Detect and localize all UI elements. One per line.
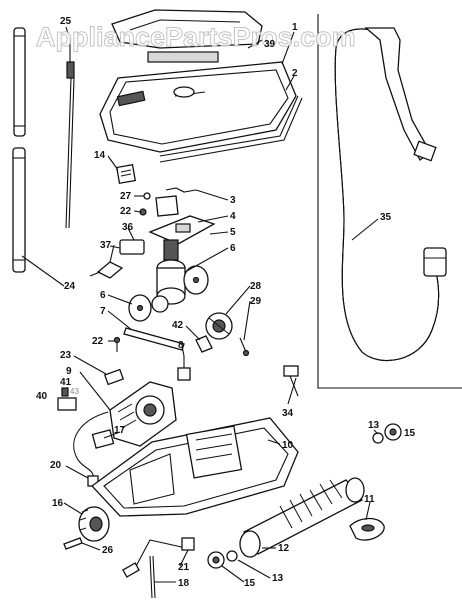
callout-25: 25	[60, 16, 72, 27]
terminal-block-40	[57, 387, 77, 411]
callout-labels: 25 39 1 2 14 27 3 22 4 36 5 37 6 24 28 6…	[36, 16, 416, 589]
motor-housing-9	[109, 381, 177, 447]
callout-3: 3	[230, 195, 236, 206]
callout-14: 14	[94, 150, 106, 161]
bearing-13-right	[372, 432, 384, 444]
callout-40: 40	[36, 391, 48, 402]
callout-35: 35	[380, 212, 392, 223]
callout-12: 12	[278, 543, 290, 554]
callout-8: 8	[178, 340, 184, 351]
callout-11: 11	[364, 494, 375, 505]
top-cover	[99, 61, 297, 153]
wheel-hub-28	[205, 312, 233, 340]
callout-9: 9	[66, 366, 72, 377]
leader-lines	[21, 26, 379, 583]
watermark-text: AppliancePartsPros.com	[36, 22, 356, 52]
callout-37: 37	[100, 240, 112, 251]
crevice-tool	[65, 40, 75, 229]
callout-27: 27	[120, 191, 132, 202]
motor-shaft-assembly	[151, 239, 186, 313]
screw-22-lower	[113, 336, 121, 352]
fan-disc-upper	[183, 265, 209, 295]
callout-2: 2	[292, 68, 298, 79]
handle-bracket	[111, 9, 263, 63]
callout-36: 36	[122, 222, 134, 233]
callout-22b: 22	[92, 336, 104, 347]
bracket-8	[177, 356, 191, 381]
brush-roll	[239, 477, 365, 558]
headlight-socket	[89, 261, 124, 279]
callout-41: 41	[60, 377, 72, 388]
fan-disc-lower	[128, 294, 152, 322]
hood-bumper	[159, 95, 303, 163]
callout-15a: 15	[404, 428, 416, 439]
rod-18	[149, 555, 156, 599]
callout-39: 39	[264, 39, 276, 50]
callout-23: 23	[60, 350, 72, 361]
callout-13a: 13	[368, 420, 380, 431]
callout-29: 29	[250, 296, 262, 307]
belt-11	[349, 517, 385, 541]
callout-17: 17	[114, 425, 126, 436]
callout-10: 10	[282, 440, 294, 451]
cord-clamp-23	[103, 368, 125, 386]
callout-15b: 15	[244, 578, 256, 589]
hose-inset-frame	[317, 14, 462, 389]
callout-16: 16	[52, 498, 64, 509]
bracket-17	[91, 429, 115, 449]
callout-28: 28	[250, 281, 262, 292]
callout-18: 18	[178, 578, 190, 589]
switch-assembly	[109, 239, 145, 255]
callout-6b: 6	[100, 290, 106, 301]
height-adjust-rod-21	[122, 537, 195, 578]
bearing-13-left	[226, 550, 238, 562]
hose-35	[334, 27, 447, 361]
motor-cover-plate	[148, 195, 216, 245]
base-housing	[91, 417, 299, 517]
callout-4: 4	[230, 211, 236, 222]
callout-43: 43	[70, 387, 79, 396]
axle-26	[63, 537, 83, 550]
strip-7	[123, 327, 185, 351]
callout-1: 1	[292, 22, 298, 33]
end-cap-15-right	[384, 423, 402, 441]
callout-24: 24	[64, 281, 76, 292]
rear-wheel-16	[78, 506, 110, 542]
callout-13b: 13	[272, 573, 284, 584]
callout-20: 20	[50, 460, 62, 471]
callout-42: 42	[172, 320, 184, 331]
callout-5: 5	[230, 227, 236, 238]
lower-wand-tube	[12, 147, 26, 273]
wheel-bracket-34	[283, 365, 299, 397]
callout-6a: 6	[230, 243, 236, 254]
screw-29	[239, 337, 250, 357]
callout-26: 26	[102, 545, 114, 556]
upper-wand-tube	[13, 27, 26, 137]
filter-pad	[115, 163, 137, 185]
callout-21: 21	[178, 562, 190, 573]
power-cord-20	[73, 411, 109, 487]
callout-34: 34	[282, 408, 294, 419]
callout-22a: 22	[120, 206, 132, 217]
end-cap-15-left	[207, 551, 225, 569]
callout-7: 7	[100, 306, 106, 317]
